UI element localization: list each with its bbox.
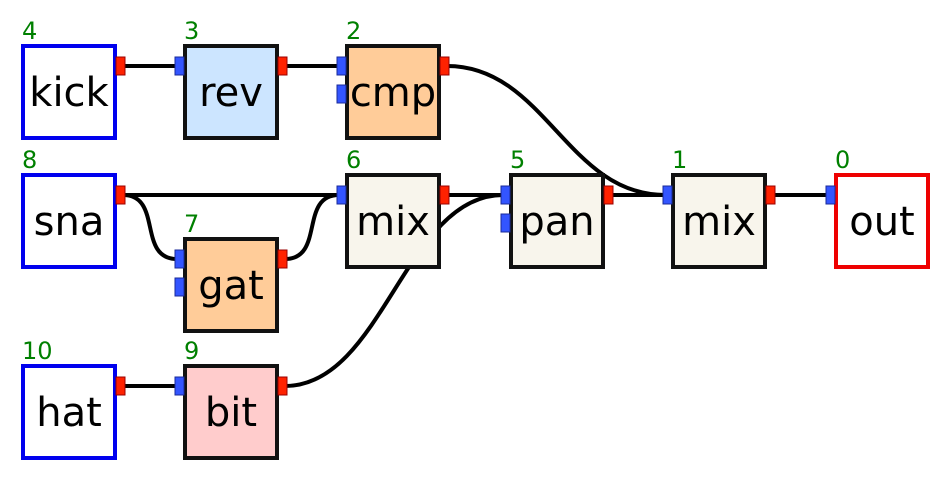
input-port-mix6-0[interactable] [336, 185, 347, 205]
input-port-gat-1[interactable] [174, 277, 185, 297]
node-mix1[interactable]: mix 1 [662, 146, 776, 269]
node-id-rev: 3 [184, 17, 199, 45]
node-box-hat [21, 364, 117, 460]
node-label-hat: hat [36, 390, 102, 436]
node-gat[interactable]: gat 7 [174, 210, 288, 333]
input-port-cmp1-0[interactable] [336, 56, 347, 76]
node-label-rev: rev [199, 70, 263, 116]
input-port-gat-0[interactable] [174, 249, 185, 269]
node-box-out [834, 173, 930, 269]
output-port-mix6[interactable] [439, 185, 450, 205]
output-port-gat[interactable] [277, 249, 288, 269]
wire-gat-to-mix6 [284, 193, 340, 261]
node-box-gat [183, 237, 279, 333]
output-port-hat[interactable] [115, 376, 126, 396]
output-port-pan[interactable] [603, 185, 614, 205]
wire-bit-to-pan [284, 193, 504, 388]
node-id-sna: 8 [22, 146, 37, 174]
input-port-cmp1-1[interactable] [336, 84, 347, 104]
node-label-pan: pan [519, 199, 594, 245]
input-port-pan-0[interactable] [500, 185, 511, 205]
output-port-bit[interactable] [277, 376, 288, 396]
node-label-out: out [849, 199, 915, 245]
node-kick[interactable]: kick 4 [21, 17, 126, 140]
node-id-gat: 7 [184, 210, 199, 238]
node-label-cmp1: cmp [350, 70, 436, 116]
node-box-mix1 [671, 173, 767, 269]
node-hat[interactable]: hat 10 [21, 337, 126, 460]
node-id-mix1: 1 [672, 146, 687, 174]
node-label-bit: bit [205, 390, 257, 436]
output-port-sna[interactable] [115, 185, 126, 205]
node-box-pan [509, 173, 605, 269]
input-port-pan-1[interactable] [500, 213, 511, 233]
input-port-mix1-0[interactable] [662, 185, 673, 205]
node-label-sna: sna [34, 199, 105, 245]
node-mix6[interactable]: mix 6 [336, 146, 450, 269]
node-label-mix6: mix [356, 199, 430, 245]
node-label-gat: gat [198, 263, 264, 309]
node-id-out: 0 [835, 146, 850, 174]
node-id-cmp1: 2 [346, 17, 361, 45]
node-out[interactable]: out 0 [825, 146, 930, 269]
node-sna[interactable]: sna 8 [21, 146, 126, 269]
node-box-rev [183, 44, 279, 140]
node-id-bit: 9 [184, 337, 199, 365]
output-port-cmp1[interactable] [439, 56, 450, 76]
node-pan[interactable]: pan 5 [500, 146, 614, 269]
output-port-kick[interactable] [115, 56, 126, 76]
node-id-mix6: 6 [346, 146, 361, 174]
node-id-pan: 5 [510, 146, 525, 174]
node-box-bit [183, 364, 279, 460]
node-box-cmp1 [345, 44, 441, 140]
node-label-mix1: mix [682, 199, 756, 245]
node-box-mix6 [345, 173, 441, 269]
wire-cmp1-to-mix1 [446, 64, 666, 197]
input-port-bit-0[interactable] [174, 376, 185, 396]
node-id-kick: 4 [22, 17, 37, 45]
node-id-hat: 10 [22, 337, 53, 365]
node-label-kick: kick [29, 70, 109, 116]
node-box-sna [21, 173, 117, 269]
wires [122, 64, 828, 388]
output-port-rev[interactable] [277, 56, 288, 76]
input-port-out-0[interactable] [825, 185, 836, 205]
node-box-kick [21, 44, 117, 140]
input-port-rev-0[interactable] [174, 56, 185, 76]
wire-sna-to-gat [122, 193, 178, 261]
output-port-mix1[interactable] [765, 185, 776, 205]
node-cmp1[interactable]: cmp 2 [336, 17, 450, 140]
